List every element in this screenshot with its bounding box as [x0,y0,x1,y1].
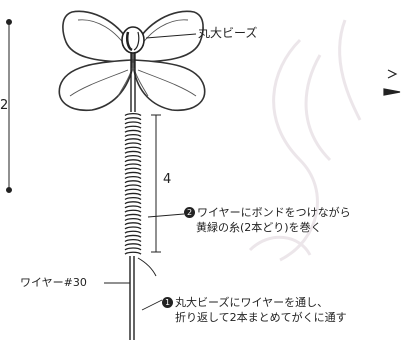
coil-wrap [124,133,142,138]
coil-wrap [124,121,142,125]
coil-wrap [124,222,142,226]
dimension-line-2 [6,19,12,193]
bead-leader-line [145,33,197,39]
coil-wrap [124,167,142,171]
step2-line1: ワイヤーにボンドをつけながら [197,206,351,219]
coil-wrap [124,184,142,188]
wire-label: ワイヤー#30 [20,276,87,289]
coil-wrap [124,251,142,255]
leader-lines [104,213,185,311]
coil-wrap [124,213,142,217]
coil-wrap [124,243,142,247]
dimension-line-4 [151,114,161,253]
coil-wrap [124,196,142,201]
coil-wrap [124,117,142,121]
coil-wrap [124,129,142,133]
step2-annotation-line2: 黄緑の糸(2本どり)を巻く [196,221,322,234]
coil-wrap [124,138,142,142]
watermark-swirl [248,19,362,262]
coil-wrap [124,209,142,213]
coil-wrap [124,125,142,129]
wire-stem [129,52,136,340]
coil-wrap [124,154,142,159]
coil-wrap [124,163,142,167]
dimension-2-label: 2 [0,98,9,113]
coil-wrap [124,112,142,117]
coil-wrap [124,171,142,175]
coil-wrap [124,188,142,192]
coil-wrap [124,146,142,150]
coil-wrap [124,234,142,238]
coil-wrap [124,159,142,163]
coil-wrap [124,230,142,234]
bead [121,26,145,54]
coil-wrap [124,142,142,146]
step2-number: 2 [184,207,195,218]
calyx-petals [58,10,206,111]
thread-coil [124,112,142,255]
coil-wrap [124,175,142,180]
coil-wrap [124,247,142,251]
coil-wrap [124,238,142,243]
coil-wrap [124,192,142,196]
bead-label: 丸大ビーズ [198,26,258,40]
coil-wrap [124,205,142,209]
coil-wrap [124,217,142,222]
step1-line1: 丸大ビーズにワイヤーを通し、 [175,296,329,309]
right-edge-arrow [383,69,401,96]
thread-tail [137,257,157,277]
coil-wrap [124,226,142,230]
coil-wrap [124,150,142,154]
step1-annotation-line2: 折り返して2本まとめてがくに通す [175,311,347,324]
coil-wrap [124,201,142,205]
dimension-4-label: 4 [163,172,172,187]
step1-number: 1 [162,297,173,308]
coil-wrap [124,180,142,184]
